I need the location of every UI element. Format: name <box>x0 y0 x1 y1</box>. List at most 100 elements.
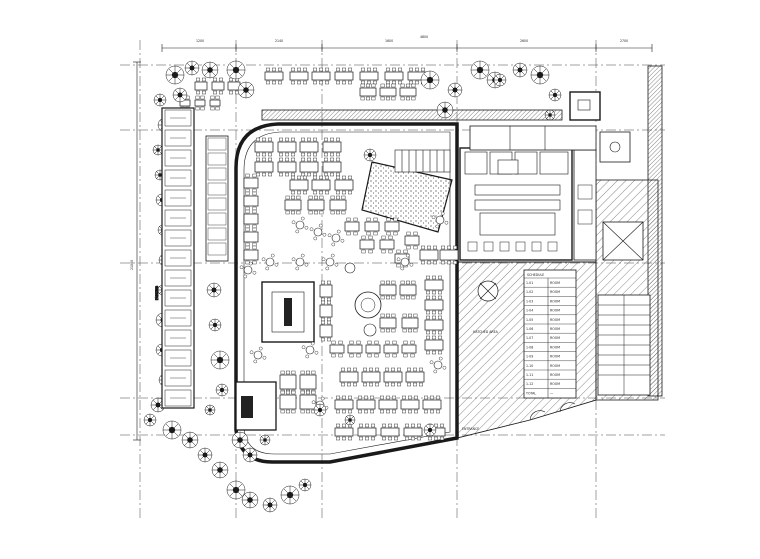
chair <box>285 172 290 177</box>
chair <box>330 152 335 157</box>
tree <box>226 480 246 500</box>
entrance: ENTRANCE <box>235 381 576 431</box>
chair <box>426 275 431 280</box>
chair <box>272 67 277 72</box>
chair <box>438 350 443 355</box>
dim-label-2: 2140 <box>275 39 283 43</box>
table <box>405 371 425 383</box>
chair <box>405 436 410 441</box>
chair <box>252 191 257 196</box>
chair <box>392 340 397 345</box>
chair <box>361 249 366 254</box>
chair <box>371 423 376 428</box>
chair <box>274 262 279 267</box>
table <box>401 317 419 329</box>
table <box>344 221 360 232</box>
chair <box>386 313 391 318</box>
table <box>424 339 444 351</box>
top-dimension: 1200 2140 1600 2600 4800 2700 <box>161 35 653 52</box>
chair <box>400 266 405 271</box>
chair <box>336 172 341 177</box>
chair <box>330 172 335 177</box>
chair <box>195 106 200 111</box>
chair <box>375 367 380 372</box>
chair <box>386 280 391 285</box>
chair <box>415 67 420 72</box>
chair <box>252 227 257 232</box>
chair <box>201 90 206 95</box>
chair <box>365 423 370 428</box>
schedule-cell: ROOM <box>550 290 560 294</box>
chair <box>321 280 326 285</box>
schedule-cell: ROOM <box>550 336 560 340</box>
chair <box>406 245 411 250</box>
chair <box>245 209 250 214</box>
chair <box>391 367 396 372</box>
table <box>329 344 345 354</box>
round-table <box>331 233 341 243</box>
table <box>424 319 444 331</box>
schedule-cell: ROOM <box>550 281 560 285</box>
tree <box>512 62 528 78</box>
chair <box>373 217 378 222</box>
chair <box>291 220 296 225</box>
chair <box>262 157 267 162</box>
chair <box>385 367 390 372</box>
schedule-cell: ROOM <box>550 382 560 386</box>
chair <box>336 395 341 400</box>
schedule-cell: — <box>550 391 554 395</box>
chair <box>430 409 435 414</box>
chair <box>291 172 296 177</box>
chair <box>314 210 319 215</box>
chair <box>320 396 325 401</box>
chair <box>373 67 378 72</box>
chair <box>331 353 336 358</box>
chair <box>442 365 447 370</box>
table <box>299 374 317 390</box>
chair <box>252 260 257 265</box>
entrance-tag: ENTRANCE <box>462 427 479 431</box>
chair <box>391 280 396 285</box>
chair <box>313 67 318 72</box>
chair <box>361 67 366 72</box>
dim-label-left: 21000 <box>130 260 134 270</box>
chair <box>403 249 408 254</box>
chair <box>426 290 431 295</box>
table <box>311 71 331 81</box>
parking-stall <box>207 137 227 151</box>
chair <box>386 80 391 85</box>
chair <box>342 395 347 400</box>
tree <box>162 420 182 440</box>
table <box>319 284 333 298</box>
table <box>243 213 259 225</box>
chair <box>342 436 347 441</box>
chair <box>336 423 341 428</box>
chair <box>252 224 257 229</box>
round-table <box>433 360 443 370</box>
table <box>339 371 359 383</box>
chair <box>353 367 358 372</box>
chair <box>245 188 250 193</box>
chair <box>252 245 257 250</box>
chair <box>410 353 415 358</box>
table <box>264 71 284 81</box>
chair <box>324 172 329 177</box>
chair <box>381 249 386 254</box>
chair <box>346 231 351 236</box>
schedule-cell: 1-09 <box>526 355 533 359</box>
chair <box>306 390 311 395</box>
chair <box>322 232 327 237</box>
chair <box>360 83 365 88</box>
chair <box>431 215 436 220</box>
chair <box>411 280 416 285</box>
chair <box>453 260 458 265</box>
chair <box>319 190 324 195</box>
parking-stall <box>207 227 227 241</box>
chair <box>370 395 375 400</box>
table <box>279 374 297 390</box>
chair <box>300 390 305 395</box>
schedule-cell: ROOM <box>550 364 560 368</box>
chair <box>440 436 445 441</box>
tree <box>237 81 255 99</box>
chair <box>386 67 391 72</box>
